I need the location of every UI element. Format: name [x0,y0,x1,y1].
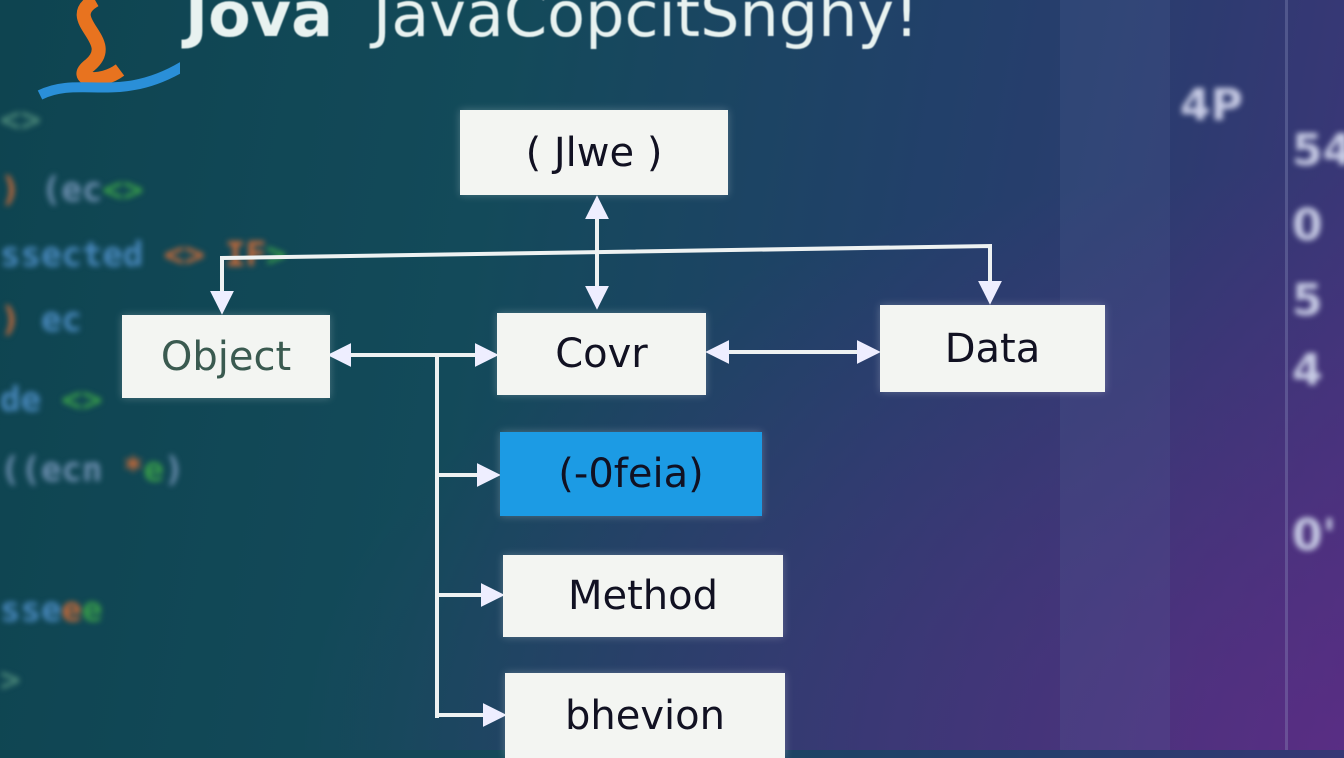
node-bhevion[interactable]: bhevion [505,673,785,758]
node-method[interactable]: Method [503,555,783,637]
node-top[interactable]: ( Jlwe ) [460,110,728,195]
node-ofeia-highlighted[interactable]: (-0feia) [500,432,762,516]
logo-text: Jova [185,0,333,51]
java-logo-icon [37,0,180,100]
divider [1285,0,1288,750]
top-bus-line [210,243,1002,315]
node-data[interactable]: Data [880,305,1105,392]
node-covr[interactable]: Covr [497,313,706,395]
node-object[interactable]: Object [122,315,330,398]
